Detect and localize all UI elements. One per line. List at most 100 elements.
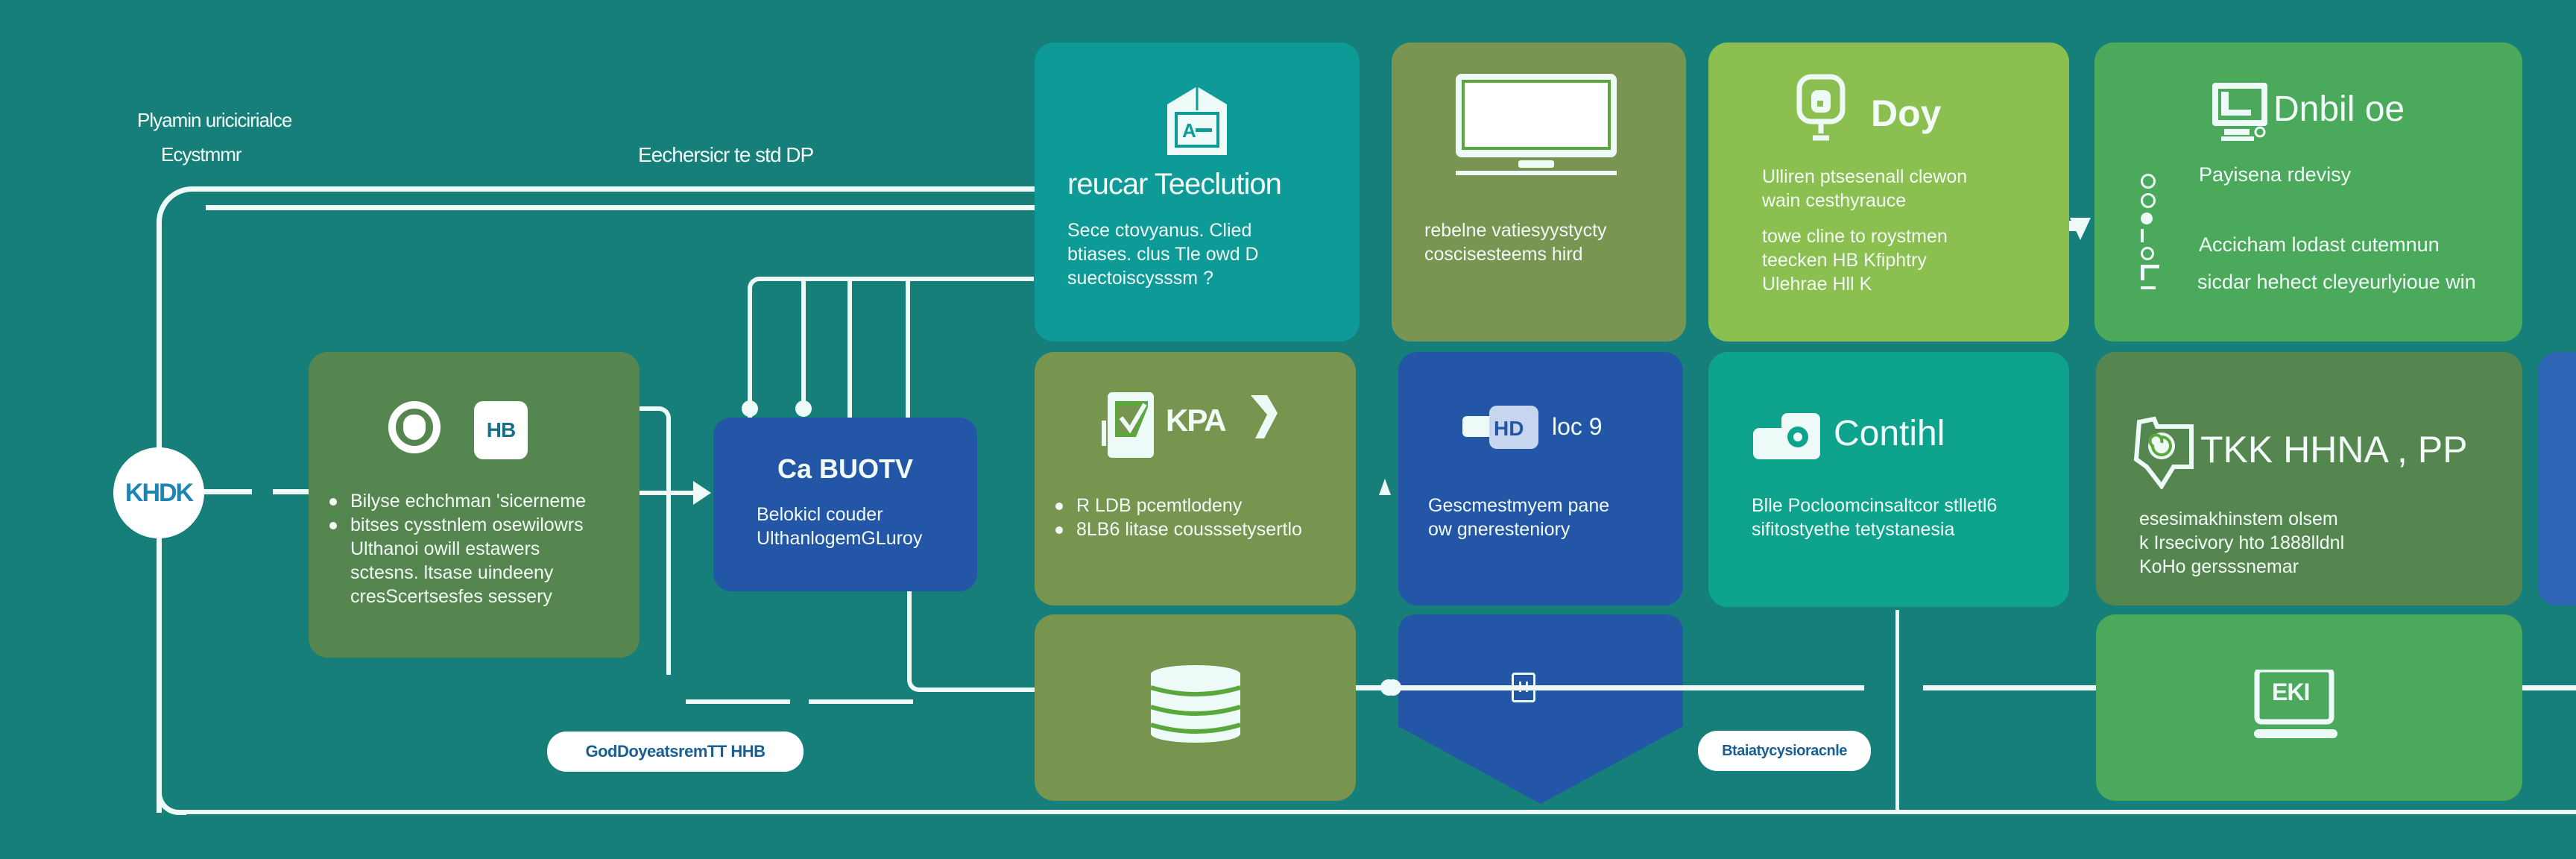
kpa-card[interactable]: KPA R LDB pcemtlodeny 8LB6 litase cousss… bbox=[1035, 352, 1356, 605]
tkk-card-text: esesimakhinstem olsem k Irsecivory hto 1… bbox=[2139, 507, 2344, 579]
svg-text:HD: HD bbox=[1494, 417, 1524, 440]
contihl-card[interactable]: Contihl Blle Pocloomcinsaltcor stlletl6 … bbox=[1708, 352, 2069, 607]
frame-top-line bbox=[195, 186, 1038, 192]
left-card-text: Bilyse echchman 'sicerneme bitses cysstn… bbox=[329, 489, 586, 608]
eki-monitor-icon: EKI bbox=[2254, 670, 2337, 741]
dnbil-card-line-3: sicdar hehect cleyeurlyioue win bbox=[2197, 271, 2476, 293]
svg-text:A: A bbox=[1182, 119, 1196, 142]
hub-connector-a bbox=[203, 489, 252, 494]
chevron-right-icon bbox=[1248, 392, 1281, 441]
kpa-card-bullet-2: 8LB6 litase cousssetysertlo bbox=[1055, 517, 1302, 541]
left-card-line-2: sctesns. ltsase uindeeny bbox=[350, 562, 554, 583]
hd-card[interactable]: HD loc 9 Gescmestmyem pane ow gneresteni… bbox=[1398, 352, 1683, 605]
tkk-card-line-2: k Irsecivory hto 1888lldnl bbox=[2139, 532, 2345, 553]
teal-card-line-1: Sece ctovyanus. Clied bbox=[1067, 220, 1252, 241]
comb-top-line bbox=[768, 277, 979, 281]
comb-top-line-2 bbox=[974, 277, 1034, 281]
vertical-glyph-column bbox=[2141, 169, 2159, 295]
eki-card[interactable]: EKI bbox=[2096, 614, 2522, 801]
hd-cloud-icon: HD bbox=[1462, 406, 1552, 449]
teal-card-line-3: suectoiscysssm ? bbox=[1067, 268, 1213, 289]
comb-node-2 bbox=[795, 400, 812, 417]
check-box-icon bbox=[1102, 391, 1155, 459]
teal-card-text: Sece ctovyanus. Clied btiases. clus Tle … bbox=[1067, 218, 1259, 290]
diagram-label-1: Plyamin uricicirialce bbox=[137, 109, 292, 131]
comb-bracket bbox=[748, 277, 777, 418]
monitor-card[interactable]: rebelne vatiesyystycty coscisesteems hir… bbox=[1392, 43, 1686, 342]
monitor-icon bbox=[1453, 74, 1620, 175]
monitor-card-text: rebelne vatiesyystycty coscisesteems hir… bbox=[1424, 218, 1607, 266]
hd-card-line-2: ow gneresteniory bbox=[1428, 519, 1570, 540]
shield-card[interactable]: H bbox=[1398, 614, 1683, 808]
center-card-text: Belokicl couder UlthanlogemGLuroy bbox=[757, 503, 922, 550]
frame-inner-top-line bbox=[206, 205, 1038, 210]
flow-node-shield bbox=[1385, 679, 1401, 696]
contihl-card-title: Contihl bbox=[1834, 414, 1945, 453]
diagram-label-3: Eechersicr te std DP bbox=[638, 143, 814, 166]
doy-card-line-4: teecken HB Kfiphtry bbox=[1762, 250, 1927, 271]
frame-bottom-line bbox=[183, 810, 2576, 814]
doy-card-title: Doy bbox=[1871, 92, 1942, 134]
hd-card-text: Gescmestmyem pane ow gneresteniory bbox=[1428, 494, 1609, 541]
blue-down-bracket bbox=[907, 591, 1038, 692]
monitor-card-line-2: coscisesteems hird bbox=[1424, 244, 1583, 265]
left-card-out-bracket bbox=[637, 406, 671, 675]
doy-card[interactable]: Doy Ulliren ptsesenall clewon wain cesth… bbox=[1708, 43, 2069, 342]
left-arrow-line bbox=[637, 491, 697, 495]
contihl-card-line-1: Blle Pocloomcinsaltcor stlletl6 bbox=[1752, 495, 1998, 516]
center-blue-card[interactable]: Ca BUOTV Belokicl couder UlthanlogemGLur… bbox=[713, 418, 977, 591]
monitor-card-line-1: rebelne vatiesyystycty bbox=[1424, 220, 1607, 241]
tkk-card-line-1: esesimakhinstem olsem bbox=[2139, 509, 2338, 529]
document-tag-icon: A bbox=[1163, 84, 1231, 158]
camera-icon bbox=[1753, 413, 1822, 459]
eki-label: EKI bbox=[2272, 679, 2310, 705]
comb-drop-2 bbox=[847, 277, 852, 418]
database-icon bbox=[1149, 665, 1242, 747]
offscreen-blue-card bbox=[2538, 352, 2576, 605]
doy-card-line-2: wain cesthyrauce bbox=[1762, 190, 1907, 211]
dnbil-card-title: Dnbil oe bbox=[2273, 89, 2405, 129]
frame-corner-bottom bbox=[157, 783, 186, 815]
hd-badge-icon: HB bbox=[474, 401, 528, 459]
center-card-line-2: UlthanlogemGLuroy bbox=[757, 528, 923, 549]
hub-node[interactable]: KHDK bbox=[113, 447, 204, 538]
left-card-bullet-2: bitses cysstnlem osewilowrs bbox=[329, 513, 586, 537]
tkk-card-title: TKK HHNA , PP bbox=[2200, 429, 2468, 471]
dnbil-card-line-2: Accicham lodast cutemnun bbox=[2199, 233, 2440, 256]
teal-card[interactable]: A reucar Teeclution Sece ctovyanus. Clie… bbox=[1035, 43, 1360, 342]
left-dash-1 bbox=[686, 699, 790, 704]
frame-corner bbox=[157, 186, 201, 231]
legend-pill-right-text: Btaiatycysioracnle bbox=[1722, 742, 1847, 759]
doy-card-line-1: Ulliren ptsesenall clewon bbox=[1762, 166, 1968, 187]
flow-line-over-shield bbox=[1398, 685, 1683, 690]
left-info-card[interactable]: HB Bilyse echchman 'sicerneme bitses cys… bbox=[309, 352, 640, 658]
legend-pill-right[interactable]: Btaiatycysioracnle bbox=[1698, 731, 1871, 771]
doy-card-text: Ulliren ptsesenall clewon wain cesthyrau… bbox=[1762, 165, 1967, 296]
arrow-head-icon bbox=[693, 481, 711, 505]
left-card-bullet-1: Bilyse echchman 'sicerneme bbox=[329, 489, 586, 513]
shield-circle-icon bbox=[388, 401, 441, 453]
left-dash-2 bbox=[809, 699, 913, 704]
comb-node-1 bbox=[742, 400, 758, 417]
hd-badge-text: HB bbox=[486, 418, 516, 441]
doy-card-line-5: Ulehrae Hll K bbox=[1762, 274, 1872, 295]
database-card[interactable] bbox=[1035, 614, 1356, 801]
center-card-title: Ca BUOTV bbox=[777, 453, 914, 484]
computer-icon bbox=[2211, 81, 2270, 144]
legend-pill-left[interactable]: GodDoyeatsremTT HHB bbox=[547, 731, 804, 772]
left-card-line-3: cresScertsesfes sessery bbox=[350, 586, 552, 607]
contihl-card-text: Blle Pocloomcinsaltcor stlletl6 sifitost… bbox=[1752, 494, 1997, 541]
user-monitor-icon bbox=[1796, 74, 1846, 145]
tkk-card[interactable]: TKK HHNA , PP esesimakhinstem olsem k Ir… bbox=[2096, 352, 2522, 605]
dnbil-card-line-1: Payisena rdevisy bbox=[2199, 163, 2352, 186]
kpa-card-title: KPA bbox=[1166, 403, 1227, 438]
dnbil-card[interactable]: Dnbil oe Payisena rdevisy Accicham lodas… bbox=[2094, 43, 2522, 342]
doy-arrow-head-icon bbox=[2070, 218, 2091, 240]
comb-drop-3 bbox=[906, 277, 910, 418]
comb-drop-1 bbox=[801, 277, 806, 415]
hd-card-line-1: Gescmestmyem pane bbox=[1428, 495, 1610, 516]
doy-card-line-3: towe cline to roystmen bbox=[1762, 226, 1948, 247]
center-card-line-1: Belokicl couder bbox=[757, 504, 883, 525]
hub-node-label: KHDK bbox=[124, 478, 194, 507]
left-card-line-1: Ulthanoi owill estawers bbox=[350, 538, 540, 559]
